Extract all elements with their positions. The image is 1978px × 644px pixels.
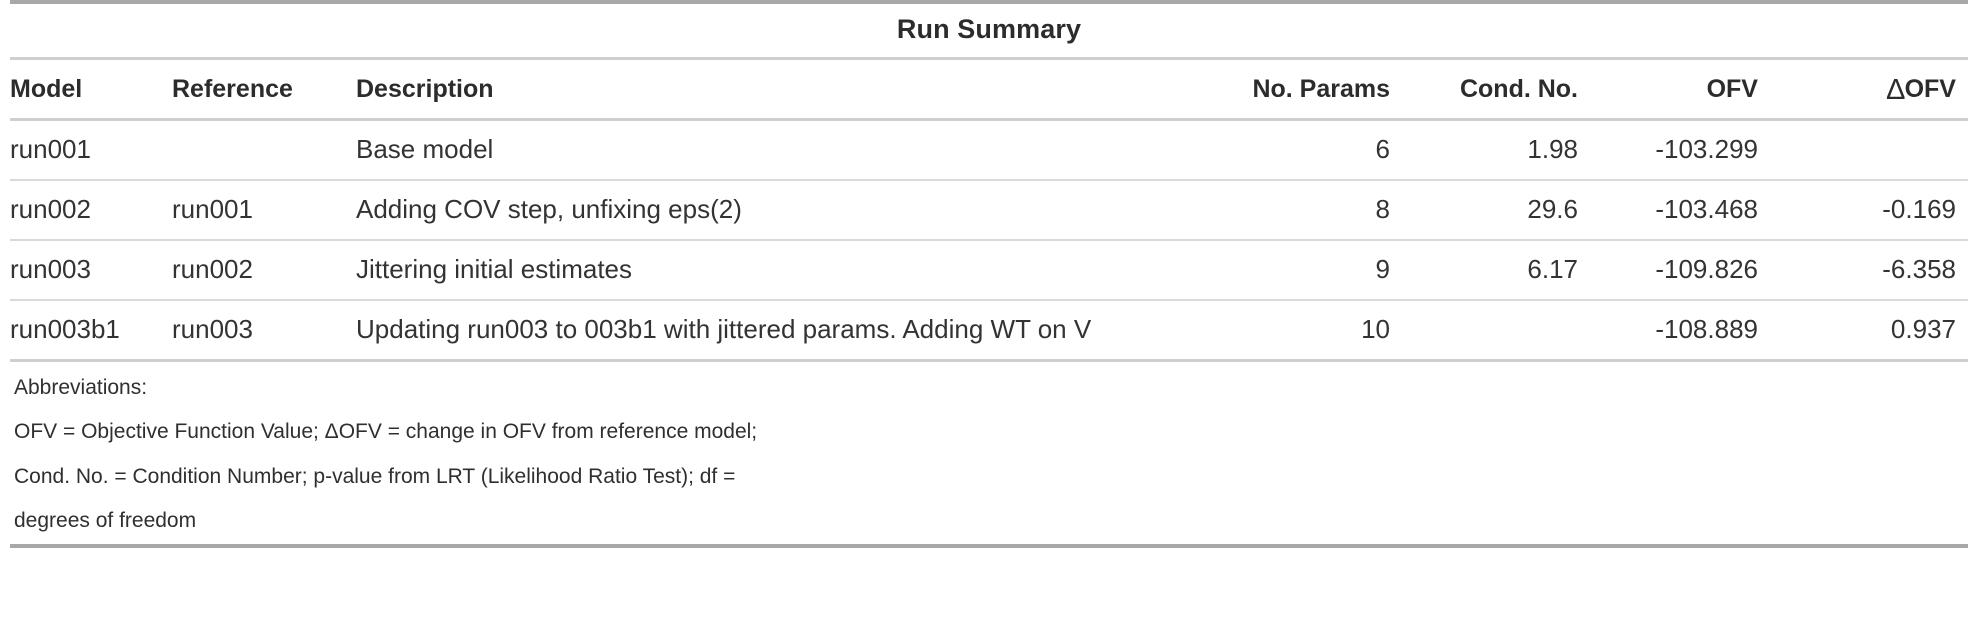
table-row[interactable]: run003b1 run003 Updating run003 to 003b1… bbox=[10, 300, 1968, 362]
cell-cond-no: 29.6 bbox=[1406, 180, 1586, 241]
cell-reference: run001 bbox=[172, 180, 350, 241]
cell-description: Updating run003 to 003b1 with jittered p… bbox=[350, 300, 1210, 362]
table-body: run001 Base model 6 1.98 -103.299 run002… bbox=[10, 119, 1968, 362]
footnote-df-definition: degrees of freedom bbox=[10, 498, 1968, 549]
column-header-no-params[interactable]: No. Params bbox=[1210, 58, 1406, 121]
footnote-cond-no-definition: Cond. No. = Condition Number; p-value fr… bbox=[14, 464, 736, 488]
cell-no-params: 8 bbox=[1210, 180, 1406, 241]
cell-model: run002 bbox=[10, 180, 172, 241]
table-row[interactable]: run002 run001 Adding COV step, unfixing … bbox=[10, 180, 1968, 241]
cell-delta-ofv bbox=[1770, 119, 1968, 181]
column-header-description[interactable]: Description bbox=[350, 58, 1210, 121]
delta-icon: ∆ bbox=[1886, 74, 1905, 106]
table-title: Run Summary bbox=[10, 4, 1968, 60]
cell-no-params: 10 bbox=[1210, 300, 1406, 362]
table-title-row: Run Summary bbox=[10, 4, 1968, 60]
cell-ofv: -103.299 bbox=[1586, 119, 1770, 181]
cell-ofv: -103.468 bbox=[1586, 180, 1770, 241]
cell-description: Jittering initial estimates bbox=[350, 240, 1210, 301]
cell-no-params: 6 bbox=[1210, 119, 1406, 181]
footnote-row: degrees of freedom bbox=[10, 498, 1968, 549]
cell-delta-ofv: -6.358 bbox=[1770, 240, 1968, 301]
footnote-row: OFV = Objective Function Value; ΔOFV = c… bbox=[10, 410, 1968, 454]
cell-model: run003b1 bbox=[10, 300, 172, 362]
footnote-ofv-definition: OFV = Objective Function Value; ΔOFV = c… bbox=[14, 420, 758, 444]
table-header-row: Model Reference Description No. Params C… bbox=[10, 58, 1968, 121]
table-row[interactable]: run001 Base model 6 1.98 -103.299 bbox=[10, 119, 1968, 181]
cell-delta-ofv: 0.937 bbox=[1770, 300, 1968, 362]
run-summary-table: Run Summary Model Reference Description … bbox=[10, 0, 1968, 549]
footnote-row: Abbreviations: bbox=[10, 361, 1968, 411]
cell-reference: run002 bbox=[172, 240, 350, 301]
cell-cond-no: 6.17 bbox=[1406, 240, 1586, 301]
cell-reference: run003 bbox=[172, 300, 350, 362]
cell-reference bbox=[172, 119, 350, 181]
column-header-delta-ofv-label: OFV bbox=[1904, 75, 1956, 103]
cell-model: run001 bbox=[10, 119, 172, 181]
footnote-abbreviations-label: Abbreviations: bbox=[14, 376, 148, 399]
run-summary-table-container: Run Summary Model Reference Description … bbox=[10, 0, 1968, 549]
cell-model: run003 bbox=[10, 240, 172, 301]
cell-description: Base model bbox=[350, 119, 1210, 181]
cell-description: Adding COV step, unfixing eps(2) bbox=[350, 180, 1210, 241]
table-footnotes: Abbreviations: OFV = Objective Function … bbox=[10, 361, 1968, 549]
column-header-cond-no[interactable]: Cond. No. bbox=[1406, 58, 1586, 121]
footnote-row: Cond. No. = Condition Number; p-value fr… bbox=[10, 455, 1968, 499]
column-header-delta-ofv[interactable]: ∆OFV bbox=[1770, 58, 1968, 121]
cell-cond-no: 1.98 bbox=[1406, 119, 1586, 181]
column-header-ofv[interactable]: OFV bbox=[1586, 58, 1770, 121]
cell-delta-ofv: -0.169 bbox=[1770, 180, 1968, 241]
cell-cond-no bbox=[1406, 300, 1586, 362]
cell-no-params: 9 bbox=[1210, 240, 1406, 301]
column-header-model[interactable]: Model bbox=[10, 58, 172, 121]
cell-ofv: -108.889 bbox=[1586, 300, 1770, 362]
column-header-reference[interactable]: Reference bbox=[172, 58, 350, 121]
cell-ofv: -109.826 bbox=[1586, 240, 1770, 301]
table-row[interactable]: run003 run002 Jittering initial estimate… bbox=[10, 240, 1968, 301]
